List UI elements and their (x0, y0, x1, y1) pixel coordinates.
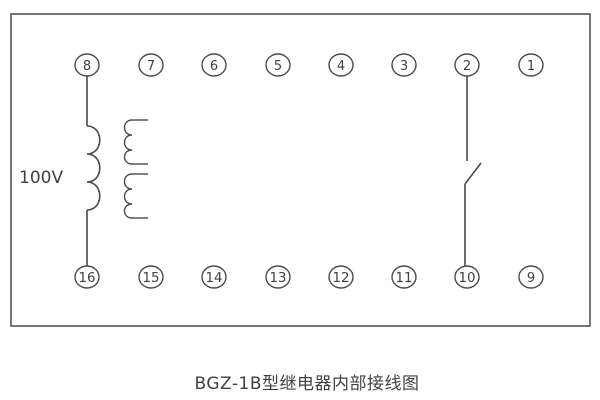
terminal-number: 13 (270, 271, 287, 286)
terminal-10: 10 (454, 265, 480, 289)
terminal-3: 3 (391, 53, 417, 77)
terminal-number: 8 (83, 59, 91, 74)
top-terminal-row: 8 7 6 5 4 3 2 1 (74, 53, 544, 77)
terminal-number: 9 (527, 271, 535, 286)
terminal-circle (454, 265, 480, 289)
terminal-number: 7 (147, 59, 155, 74)
terminal-number: 15 (143, 271, 160, 286)
terminal-9: 9 (518, 265, 544, 289)
terminal-circle (265, 53, 291, 77)
terminal-circle (201, 265, 227, 289)
terminal-circle (138, 265, 164, 289)
terminal-circle (518, 265, 544, 289)
terminal-6: 6 (201, 53, 227, 77)
terminal-number: 4 (337, 59, 345, 74)
voltage-label: 100V (19, 168, 63, 188)
terminal-circle (391, 53, 417, 77)
normally-open-contact (464, 76, 482, 266)
terminal-circle (391, 265, 417, 289)
terminal-number: 14 (206, 271, 223, 286)
terminal-15: 15 (138, 265, 164, 289)
terminal-1: 1 (518, 53, 544, 77)
terminal-circle (328, 53, 354, 77)
primary-coil (86, 76, 101, 266)
terminal-8: 8 (74, 53, 100, 77)
terminal-number: 6 (210, 59, 218, 74)
terminal-5: 5 (265, 53, 291, 77)
terminal-4: 4 (328, 53, 354, 77)
terminal-14: 14 (201, 265, 227, 289)
relay-frame (10, 13, 591, 327)
terminal-7: 7 (138, 53, 164, 77)
terminal-circle (518, 53, 544, 77)
terminal-circle (138, 53, 164, 77)
terminal-number: 1 (527, 59, 535, 74)
terminal-number: 12 (333, 271, 350, 286)
terminal-number: 16 (79, 271, 96, 286)
diagram-caption: BGZ-1B型继电器内部接线图 (194, 374, 420, 394)
terminal-13: 13 (265, 265, 291, 289)
terminal-number: 5 (274, 59, 282, 74)
terminal-circle (328, 265, 354, 289)
secondary-winding-upper (123, 119, 148, 165)
terminal-2: 2 (454, 53, 480, 77)
bottom-terminal-row: 16 15 14 13 12 11 10 9 (74, 265, 544, 289)
terminal-16: 16 (74, 265, 100, 289)
terminal-number: 10 (459, 271, 476, 286)
secondary-winding-lower (123, 173, 148, 219)
terminal-number: 3 (400, 59, 408, 74)
terminal-circle (201, 53, 227, 77)
terminal-12: 12 (328, 265, 354, 289)
terminal-number: 11 (396, 271, 413, 286)
terminal-circle (265, 265, 291, 289)
terminal-11: 11 (391, 265, 417, 289)
terminal-number: 2 (463, 59, 471, 74)
